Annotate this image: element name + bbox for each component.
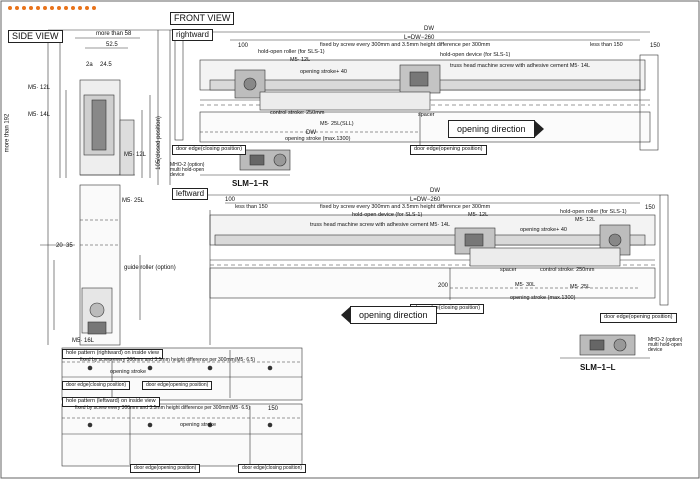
arrow-left-icon (341, 306, 351, 324)
dot (92, 6, 96, 10)
left-m5-30l: M5· 30L (515, 282, 536, 288)
right-m5-25l: M5· 25L(SLL) (320, 121, 354, 127)
dim-more-than-vertical: more than 192 (4, 113, 11, 153)
right-hold-open-roller: hold-open roller (for SLS-1) (258, 49, 325, 55)
decorative-dot-row (8, 6, 96, 10)
dim-more-than: more than 58 (96, 31, 132, 37)
leftward-tag: leftward (172, 188, 209, 200)
callout-guide-roller: guide roller (option) (124, 265, 176, 271)
dot (36, 6, 40, 10)
left-less-than: less than 150 (235, 204, 268, 210)
callout-m5-25l: M5· 25L (122, 198, 145, 204)
right-less-than: less than 150 (590, 42, 623, 48)
hole-pattern-left-fixed: fixed by screw every 300mm and 3.5mm hei… (75, 405, 250, 411)
right-hold-open-device: hold-open device (for SLS-1) (440, 52, 511, 58)
right-opening-stroke-40: opening stroke+ 40 (300, 69, 347, 75)
left-mho-note: MHO-2 (option) multi hold-open device (648, 337, 683, 353)
dot (43, 6, 47, 10)
left-hold-open-roller: hold-open roller (for SLS-1) (560, 209, 627, 215)
left-m5-12l-right: M5· 12L (575, 217, 596, 223)
callout-m5-12l-right: M5· 12L (124, 152, 147, 158)
dot (50, 6, 54, 10)
right-ldw: L=DW−260 (404, 35, 435, 41)
left-hold-open-device: hold-open device (for SLS-1) (352, 212, 423, 218)
side-view-drawing (40, 29, 175, 346)
left-m5-25l: M5· 25L (570, 284, 591, 290)
right-dw: DW (424, 26, 434, 32)
dim-20: 20 (56, 243, 63, 249)
dim-closed-vertical: 105(closed position) (155, 116, 162, 170)
dot (8, 6, 12, 10)
right-device-label: SLM−1−R (232, 179, 269, 188)
leftward-assembly-drawing (205, 194, 669, 359)
right-d100: 100 (238, 43, 249, 49)
right-opening-stroke-max: opening stroke (max.1300) (285, 136, 351, 142)
hole-pattern-right-opening: door edge(opening position) (142, 381, 213, 390)
left-control-stroke: control stroke: 250mm (540, 267, 595, 273)
left-dw: DW (430, 188, 440, 194)
left-device-label: SLM−1−L (580, 363, 616, 372)
right-mho-note: MHO-2 (option) multi hold-open device (170, 162, 205, 178)
right-door-edge-opening: door edge(opening position) (410, 145, 487, 155)
rightward-tag: rightward (172, 29, 213, 41)
arrow-right-icon (533, 120, 544, 138)
left-opening-direction-arrow: opening direction (341, 306, 437, 324)
dot (64, 6, 68, 10)
right-spacer: spacer (418, 112, 435, 118)
hole-pattern-left-closing: door edge(closing position) (238, 464, 307, 473)
left-opening-direction-label: opening direction (359, 310, 428, 320)
dot (71, 6, 75, 10)
hole-pattern-left-stroke: opening stroke (180, 422, 217, 428)
left-spacer: spacer (500, 267, 517, 273)
hole-pattern-right-fixed: fixed by screw every 300mm and 3.5mm hei… (80, 357, 255, 363)
side-view-title: SIDE VIEW (8, 30, 63, 43)
hole-pattern-left-opening: door edge(opening position) (130, 464, 201, 473)
dot (15, 6, 19, 10)
left-fixed-by-screw: fixed by screw every 300mm and 3.5mm hei… (320, 204, 491, 210)
hole-pattern-right-stroke: opening stroke (110, 369, 147, 375)
front-view-title: FRONT VIEW (170, 12, 235, 25)
left-door-edge-opening: door edge(opening position) (600, 313, 677, 323)
left-truss-head: truss head machine screw with adhesive c… (310, 222, 451, 228)
dot (78, 6, 82, 10)
dot (85, 6, 89, 10)
left-ldw: L=DW−260 (410, 197, 441, 203)
callout-m5-12l: M5· 12L (28, 85, 51, 91)
callout-m5-14l: M5· 14L (28, 112, 51, 118)
right-d150: 150 (650, 43, 661, 49)
left-m5-12l: M5· 12L (468, 212, 489, 218)
right-opening-direction-label: opening direction (457, 124, 526, 134)
left-opening-stroke-40: opening stroke+ 40 (520, 227, 567, 233)
dim-24: 24.5 (100, 62, 112, 68)
dim-35: 35 (66, 243, 73, 249)
right-control-stroke: control stroke: 250mm (270, 110, 325, 116)
dot (57, 6, 61, 10)
rightward-assembly-drawing (174, 31, 659, 176)
dot (29, 6, 33, 10)
left-d100: 100 (225, 197, 236, 203)
hole-pattern-left-title: hole pattern (leftward) on inside view (62, 397, 160, 407)
left-d150: 150 (645, 205, 656, 211)
right-dw-lower: DW (306, 130, 316, 136)
left-d200: 200 (438, 283, 449, 289)
right-door-edge-closing: door edge(closing position) (172, 145, 247, 155)
right-truss-head: truss head machine screw with adhesive c… (450, 63, 591, 69)
dim-52: 52.5 (106, 42, 118, 48)
hole-pattern-right-closing: door edge(closing position) (62, 381, 131, 390)
left-opening-stroke-max: opening stroke (max.1300) (510, 295, 576, 301)
right-fixed-by-screw: fixed by screw every 300mm and 3.5mm hei… (320, 42, 491, 48)
dim-2a: 2a (86, 62, 93, 68)
hole-pattern-right-title: hole pattern (rightward) on inside view (62, 349, 163, 359)
dot (22, 6, 26, 10)
hole-pattern-left-d150: 150 (268, 406, 279, 412)
right-opening-direction-arrow: opening direction (448, 120, 544, 138)
callout-m5-16l: M5· 16L (72, 338, 95, 344)
right-m5-12l: M5· 12L (290, 57, 311, 63)
